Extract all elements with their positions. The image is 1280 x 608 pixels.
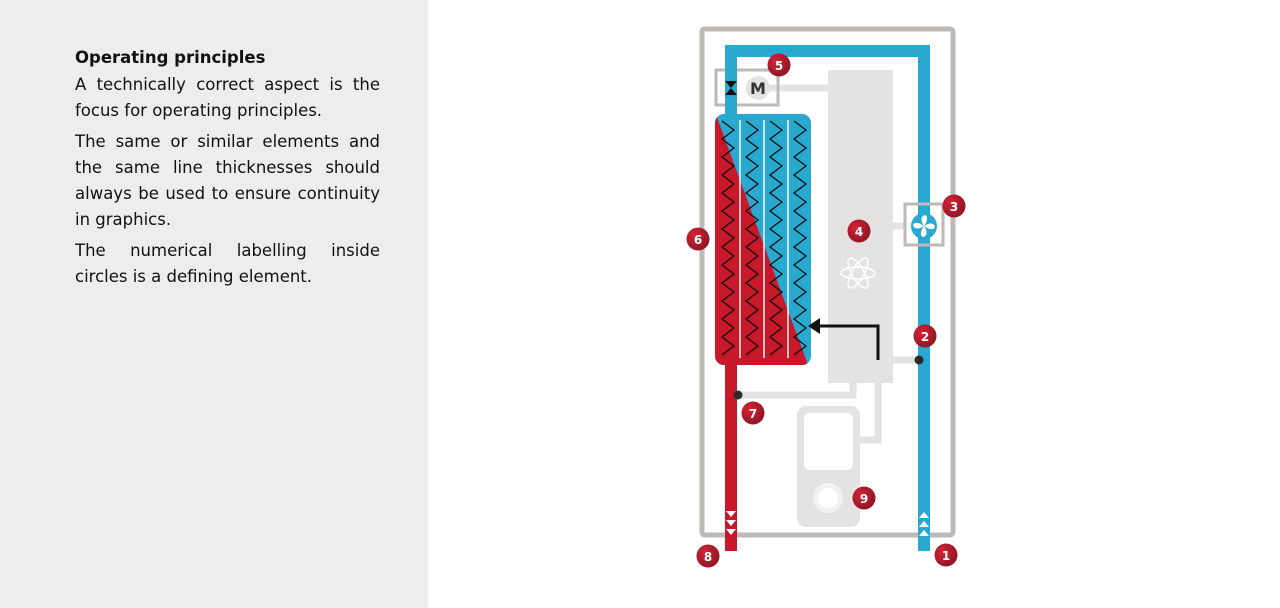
- fan-box: [903, 202, 945, 247]
- fan-icon: [911, 213, 937, 239]
- flow-direction-down-icon: [726, 511, 736, 535]
- flow-direction-up-icon: [919, 512, 929, 536]
- housing-frame: [699, 26, 956, 538]
- description-text: Operating principles A technically corre…: [75, 46, 380, 295]
- description-panel: Operating principles A technically corre…: [0, 0, 428, 608]
- svg-text:4: 4: [855, 225, 863, 239]
- signal-lines: [737, 84, 920, 444]
- sensor-dot: [914, 355, 924, 365]
- svg-text:7: 7: [749, 407, 757, 421]
- flow-arrow: [808, 318, 880, 360]
- badge-7: 7: [741, 401, 765, 425]
- sensor-dot: [733, 390, 743, 400]
- valve-icon: [725, 81, 737, 95]
- svg-text:8: 8: [704, 550, 712, 564]
- heating-coil: [768, 120, 784, 356]
- paragraph-3: The numerical labelling inside circles i…: [75, 241, 380, 286]
- svg-text:1: 1: [942, 549, 950, 563]
- svg-text:2: 2: [921, 330, 929, 344]
- svg-text:5: 5: [775, 59, 783, 73]
- svg-text:3: 3: [950, 200, 958, 214]
- heating-coil: [720, 120, 736, 356]
- paragraph-1: A technically correct aspect is the focu…: [75, 75, 380, 120]
- motor-valve-box: [714, 68, 780, 107]
- heating-coil: [792, 120, 808, 356]
- description-heading: Operating principles: [75, 48, 266, 67]
- badge-8: 8: [696, 544, 720, 568]
- badge-4: 4: [847, 219, 871, 243]
- atom-icon: [840, 257, 876, 289]
- badge-2: 2: [913, 324, 937, 348]
- motor-icon: [746, 76, 770, 100]
- motor-label: M: [750, 79, 766, 98]
- svg-text:9: 9: [860, 492, 868, 506]
- badge-5: 5: [767, 53, 791, 77]
- heat-exchanger: [715, 114, 811, 365]
- heating-coil: [744, 120, 760, 356]
- pump-unit: [797, 406, 860, 527]
- paragraph-2: The same or similar elements and the sam…: [75, 132, 380, 229]
- badge-6: 6: [686, 227, 710, 251]
- badge-3: 3: [942, 194, 966, 218]
- badge-1: 1: [934, 543, 958, 567]
- badge-9: 9: [852, 486, 876, 510]
- svg-text:6: 6: [694, 233, 702, 247]
